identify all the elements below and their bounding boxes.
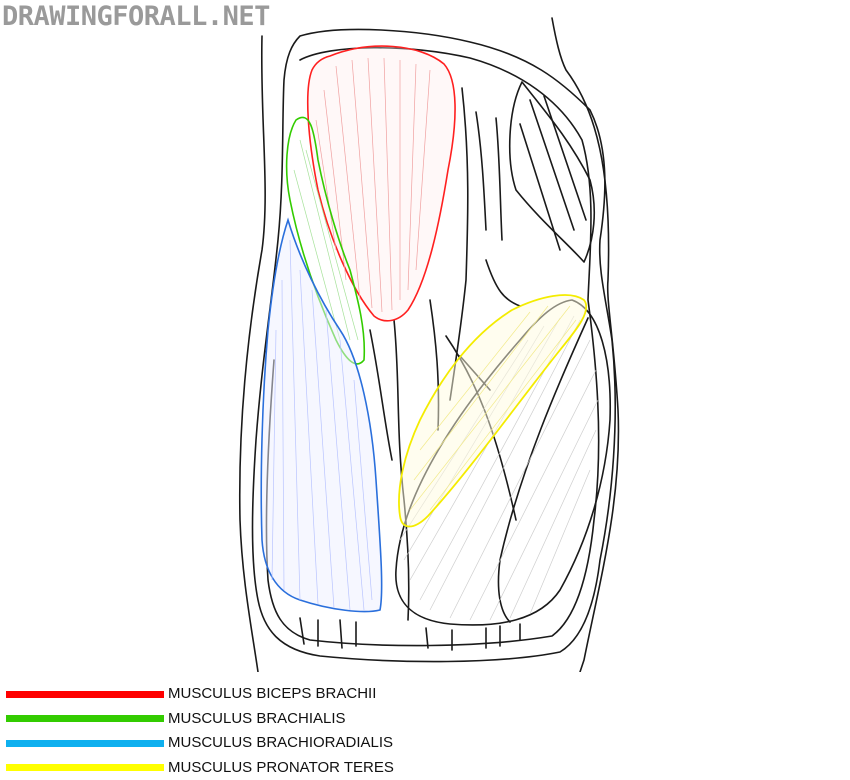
biceps-brachii-outline — [306, 45, 456, 322]
brachioradialis-outline — [260, 217, 383, 613]
legend-label: MUSCULUS BRACHIALIS — [168, 709, 346, 727]
arm-outline-right — [551, 17, 620, 672]
legend-item-biceps-brachii: MUSCULUS BICEPS BRACHII — [6, 682, 426, 707]
legend-label: MUSCULUS PRONATOR TERES — [168, 758, 394, 776]
elbow-fold-outline — [251, 28, 617, 663]
brachialis-outline — [285, 116, 366, 365]
elbow-fold-inner — [265, 46, 600, 647]
arm-outline-left — [238, 35, 266, 672]
site-watermark: DRAWINGFORALL.NET — [2, 1, 270, 32]
legend-swatch-red — [6, 690, 164, 698]
legend-label: MUSCULUS BRACHIORADIALIS — [168, 734, 394, 752]
arm-muscle-drawing — [238, 17, 620, 672]
legend-swatch-yellow — [6, 764, 164, 772]
legend-swatch-green — [6, 715, 164, 723]
legend-item-brachialis: MUSCULUS BRACHIALIS — [6, 707, 426, 732]
legend-item-brachioradialis: MUSCULUS BRACHIORADIALIS — [6, 731, 426, 756]
muscle-legend: MUSCULUS BICEPS BRACHII MUSCULUS BRACHIA… — [6, 682, 426, 780]
upper-right-muscle — [509, 81, 596, 263]
pronator-teres-outline — [398, 294, 588, 528]
legend-item-pronator-teres: MUSCULUS PRONATOR TERES — [6, 756, 426, 780]
legend-swatch-blue — [6, 739, 164, 747]
legend-label: MUSCULUS BICEPS BRACHII — [168, 685, 377, 703]
